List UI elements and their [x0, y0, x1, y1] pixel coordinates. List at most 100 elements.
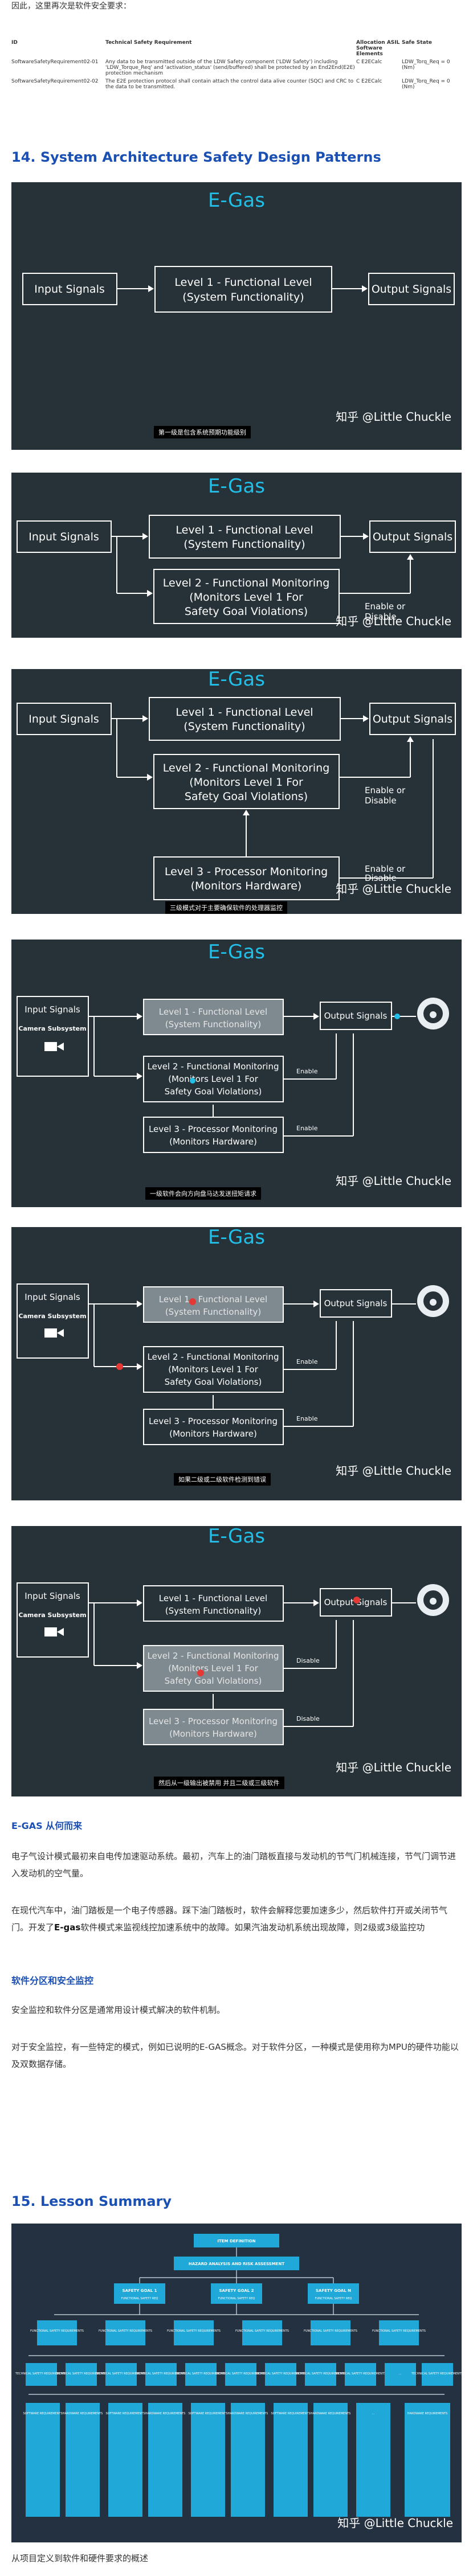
svg-text:(Monitors Level 1 For: (Monitors Level 1 For — [168, 1074, 258, 1084]
svg-text:Disable: Disable — [365, 795, 397, 806]
svg-text:Level 1 - Functional Level: Level 1 - Functional Level — [159, 1007, 267, 1017]
svg-text:(Monitors Hardware): (Monitors Hardware) — [191, 880, 302, 892]
svg-text:Level 2 - Functional Monitorin: Level 2 - Functional Monitoring — [148, 1352, 279, 1362]
video-caption: 第一级是包含系统预期功能级别 — [154, 426, 251, 438]
col-id: ID — [11, 40, 18, 46]
figure-caption: 从项目定义到软件和硬件要求的概述 — [11, 2553, 149, 2563]
svg-text:SAFETY GOAL 1: SAFETY GOAL 1 — [123, 2288, 157, 2293]
col-requirement: Technical Safety Requirement — [105, 40, 192, 46]
svg-text:Output Signals: Output Signals — [324, 1298, 388, 1308]
svg-text:Output Signals: Output Signals — [373, 713, 452, 725]
svg-text:(System Functionality): (System Functionality) — [165, 1019, 262, 1029]
svg-text:Output Signals: Output Signals — [372, 283, 451, 296]
svg-text:TECHNICAL SAFETY REQUIREMENTS: TECHNICAL SAFETY REQUIREMENTS — [254, 2372, 306, 2376]
svg-text:FUNCTIONAL SAFETY REQUIREMENTS: FUNCTIONAL SAFETY REQUIREMENTS — [167, 2329, 221, 2333]
svg-text:TECHNICAL SAFETY REQUIREMENTS: TECHNICAL SAFETY REQUIREMENTS — [214, 2372, 266, 2376]
svg-text:Level 3 - Processor Monitoring: Level 3 - Processor Monitoring — [149, 1416, 278, 1426]
svg-text:HARDWARE REQUIREMENTS: HARDWARE REQUIREMENTS — [407, 2412, 448, 2415]
svg-text:HARDWARE REQUIREMENTS: HARDWARE REQUIREMENTS — [63, 2412, 103, 2415]
paragraph: 在现代汽车中，油门踏板是一个电子传感器。踩下油门踏板时，软件会解释您要加速多少，… — [11, 1905, 448, 1933]
svg-text:Level 1 - Functional Level: Level 1 - Functional Level — [174, 276, 312, 289]
svg-text:TECHNICAL SAFETY REQUIREMENTS: TECHNICAL SAFETY REQUIREMENTS — [55, 2372, 107, 2376]
watermark: 知乎 @Little Chuckle — [336, 410, 451, 424]
svg-text:Output Signals: Output Signals — [324, 1011, 388, 1021]
svg-text:(System Functionality): (System Functionality) — [165, 1606, 262, 1616]
svg-text:(Monitors Hardware): (Monitors Hardware) — [169, 1729, 257, 1739]
table-row: SoftwareSafetyRequirement02-02 The E2E p… — [11, 79, 450, 90]
svg-text:HARDWARE REQUIREMENTS: HARDWARE REQUIREMENTS — [228, 2412, 268, 2415]
svg-text:TECHNICAL SAFETY REQUIREMENTS: TECHNICAL SAFETY REQUIREMENTS — [95, 2372, 146, 2376]
svg-text:(System Functionality): (System Functionality) — [184, 538, 305, 551]
egas-diagram-3: E-Gas Input Signals Level 1 - Functional… — [11, 669, 462, 914]
svg-text:(Monitors Hardware): (Monitors Hardware) — [169, 1137, 257, 1147]
svg-text:Safety Goal Violations): Safety Goal Violations) — [185, 605, 308, 618]
svg-text:Enable or: Enable or — [365, 785, 406, 795]
partition-heading: 软件分区和安全监控 — [11, 1975, 94, 1986]
svg-text:TECHNICAL SAFETY REQUIREMENTS: TECHNICAL SAFETY REQUIREMENTS — [294, 2372, 346, 2376]
svg-text:Enable or: Enable or — [365, 864, 406, 874]
svg-text:(System Functionality): (System Functionality) — [184, 720, 305, 733]
section-heading-14: 14. System Architecture Safety Design Pa… — [11, 149, 381, 165]
section-heading-15: 15. Lesson Summary — [11, 2193, 172, 2209]
svg-text:Input Signals: Input Signals — [25, 1591, 80, 1601]
svg-text:Camera Subsystem: Camera Subsystem — [18, 1312, 86, 1320]
egas-diagram-5: E-Gas Input Signals Camera Subsystem Lev… — [11, 1227, 462, 1500]
svg-text:Input Signals: Input Signals — [28, 531, 99, 543]
svg-text:Level 3 - Processor Monitoring: Level 3 - Processor Monitoring — [149, 1124, 278, 1134]
svg-text:Input Signals: Input Signals — [25, 1292, 80, 1302]
svg-text:SOFTWARE REQUIREMENTS: SOFTWARE REQUIREMENTS — [271, 2412, 310, 2415]
svg-text:FUNCTIONAL SAFETY REQUIREMENTS: FUNCTIONAL SAFETY REQUIREMENTS — [304, 2329, 357, 2333]
svg-text:FUNCTIONAL SAFETY REQUIREMENTS: FUNCTIONAL SAFETY REQUIREMENTS — [235, 2329, 289, 2333]
svg-text:Camera Subsystem: Camera Subsystem — [18, 1611, 86, 1619]
col-safe-state: Safe State — [402, 40, 432, 46]
svg-text:Level 3 - Processor Monitoring: Level 3 - Processor Monitoring — [165, 865, 328, 878]
svg-text:HARDWARE REQUIREMENTS: HARDWARE REQUIREMENTS — [311, 2412, 351, 2415]
svg-text:Enable: Enable — [296, 1068, 318, 1075]
svg-text:Safety Goal Violations): Safety Goal Violations) — [165, 1377, 262, 1387]
svg-text:FUNCTIONAL SAFETY REQ: FUNCTIONAL SAFETY REQ — [121, 2297, 158, 2300]
svg-text:SOFTWARE REQUIREMENTS: SOFTWARE REQUIREMENTS — [105, 2412, 145, 2415]
paragraph: 电子气设计模式最初来自电传加速驱动系统。最初，汽车上的油门踏板直接与发动机的节气… — [11, 1851, 456, 1878]
svg-text:SOFTWARE REQUIREMENTS: SOFTWARE REQUIREMENTS — [23, 2412, 62, 2415]
egas-diagram-4: E-Gas Input Signals Camera Subsystem Lev… — [11, 940, 462, 1207]
paragraph: 对于安全监控，有一些特定的模式，例如已说明的E-GAS概念。对于软件分区，一种模… — [11, 2042, 459, 2069]
svg-text:(System Functionality): (System Functionality) — [165, 1307, 262, 1317]
egas-diagram-1: E-Gas Input Signals Level 1 - Functional… — [11, 182, 462, 450]
svg-text:Level 2 - Functional Monitorin: Level 2 - Functional Monitoring — [148, 1651, 279, 1661]
svg-text:FUNCTIONAL SAFETY REQ: FUNCTIONAL SAFETY REQ — [315, 2297, 352, 2300]
svg-text:FUNCTIONAL SAFETY REQUIREMENTS: FUNCTIONAL SAFETY REQUIREMENTS — [372, 2329, 426, 2333]
svg-text:FUNCTIONAL SAFETY REQUIREMENTS: FUNCTIONAL SAFETY REQUIREMENTS — [99, 2329, 152, 2333]
paragraph: 安全监控和软件分区是通常用设计模式解决的软件机制。 — [11, 2005, 226, 2015]
svg-text:FUNCTIONAL SAFETY REQ: FUNCTIONAL SAFETY REQ — [218, 2297, 255, 2300]
svg-text:Safety Goal Violations): Safety Goal Violations) — [165, 1676, 262, 1686]
intro-text: 因此，这里再次是软件安全要求： — [11, 2, 131, 11]
svg-text:Level 3 - Processor Monitoring: Level 3 - Processor Monitoring — [149, 1716, 278, 1726]
egas-diagram-2: E-Gas Input Signals Level 1 - Functional… — [11, 473, 462, 638]
svg-text:Enable: Enable — [296, 1415, 318, 1422]
col-allocation: Allocation ASIL Software Elements — [356, 40, 400, 57]
svg-text:TECHNICAL SAFETY REQUIREMENTS: TECHNICAL SAFETY REQUIREMENTS — [411, 2372, 462, 2376]
table-header: ID Technical Safety Requirement Allocati… — [11, 40, 462, 57]
svg-text:Disable: Disable — [365, 612, 397, 622]
svg-text:Output Signals: Output Signals — [373, 531, 452, 543]
svg-text:(Monitors Level 1 For: (Monitors Level 1 For — [168, 1364, 258, 1375]
svg-text:(Monitors Level 1 For: (Monitors Level 1 For — [189, 591, 303, 604]
svg-text:Level 1 - Functional Level: Level 1 - Functional Level — [176, 524, 313, 536]
svg-text:(Monitors Level 1 For: (Monitors Level 1 For — [168, 1663, 258, 1673]
svg-text:TECHNICAL SAFETY REQUIREMENTS: TECHNICAL SAFETY REQUIREMENTS — [334, 2372, 386, 2376]
svg-text:Level 2 - Functional Monitorin: Level 2 - Functional Monitoring — [163, 577, 330, 589]
svg-text:Level 2 - Functional Monitorin: Level 2 - Functional Monitoring — [148, 1061, 279, 1072]
level1-box — [154, 266, 332, 313]
svg-text:TECHNICAL SAFETY REQUIREMENTS: TECHNICAL SAFETY REQUIREMENTS — [134, 2372, 186, 2376]
output-signals-box — [368, 273, 455, 305]
svg-text:Safety Goal Violations): Safety Goal Violations) — [165, 1086, 262, 1097]
svg-text:FUNCTIONAL SAFETY REQUIREMENTS: FUNCTIONAL SAFETY REQUIREMENTS — [30, 2329, 84, 2333]
safety-requirements-tree: ITEM DEFINITION HAZARD ANALYSIS AND RISK… — [11, 2224, 462, 2542]
signal-dot — [394, 1014, 400, 1019]
svg-text:(Monitors Hardware): (Monitors Hardware) — [169, 1429, 257, 1439]
svg-text:SOFTWARE REQUIREMENTS: SOFTWARE REQUIREMENTS — [188, 2412, 227, 2415]
svg-text:Enable: Enable — [296, 1358, 318, 1365]
input-signals-label: Input Signals — [34, 283, 105, 296]
svg-text:SAFETY GOAL N: SAFETY GOAL N — [316, 2288, 351, 2293]
table-row: SoftwareSafetyRequirement02-01 Any data … — [11, 59, 450, 76]
